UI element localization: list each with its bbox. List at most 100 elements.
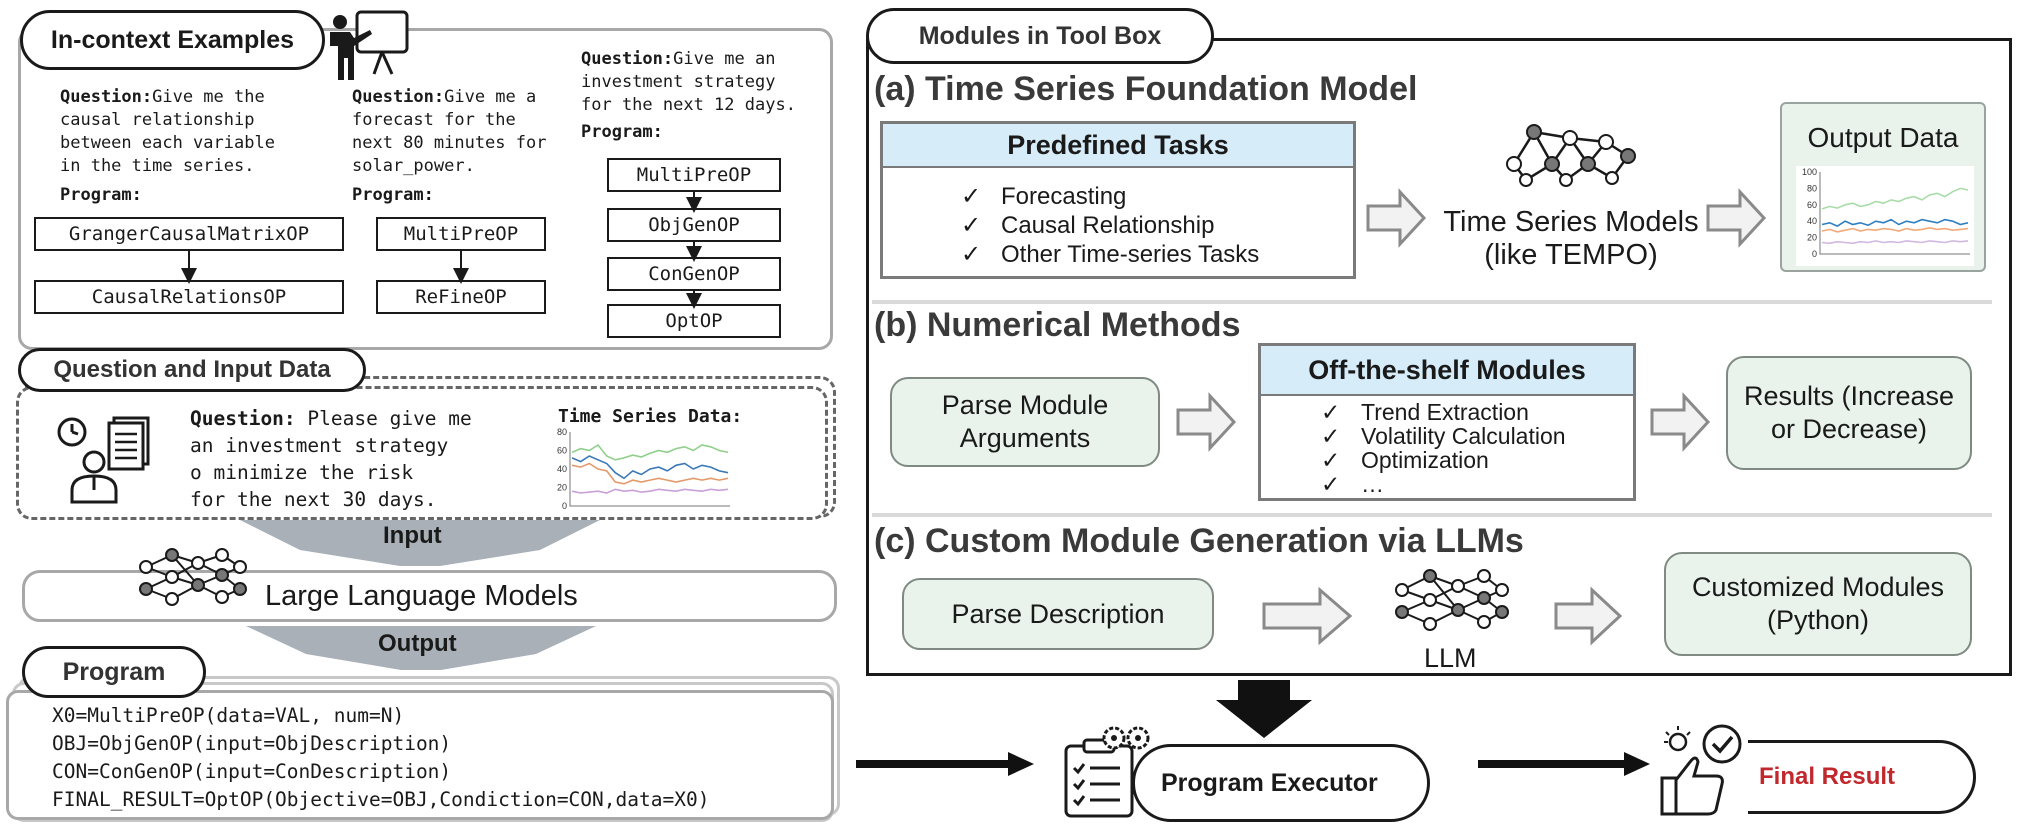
series-line: [1821, 187, 1969, 210]
y-tick-label: 80: [557, 427, 567, 437]
program-line: X0=MultiPreOP(data=VAL, num=N): [52, 704, 405, 727]
input-label: Input: [383, 522, 442, 549]
check-icon: ✓: [1321, 471, 1341, 497]
clipboard-gears-icon: [1064, 726, 1150, 818]
arrow-right-icon: [1366, 188, 1427, 248]
program-panel: [6, 690, 834, 820]
example3-question-rest: investment strategy for the next 12 days…: [581, 72, 796, 115]
module-item: ✓Optimization: [1321, 447, 1489, 473]
divider: [872, 300, 1992, 304]
y-tick-label: 0: [1812, 249, 1817, 259]
example1-question-rest: causal relationship between each variabl…: [60, 110, 275, 176]
example2-question-rest: forecast for the next 80 minutes for sol…: [352, 110, 547, 176]
task-item: ✓Other Time-series Tasks: [961, 241, 1260, 268]
example3-question: Question:Give me an: [581, 49, 776, 69]
arrow-right-icon: [1650, 392, 1711, 452]
task-list: ✓Forecasting ✓Causal Relationship ✓Other…: [883, 168, 1353, 269]
module-item: ✓Trend Extraction: [1321, 399, 1529, 425]
parse-module-arguments-box: Parse Module Arguments: [890, 377, 1160, 467]
example1-program-label: Program:: [60, 185, 142, 205]
toolbox-title-pill: Modules in Tool Box: [866, 8, 1214, 64]
module-list: ✓Trend Extraction ✓Volatility Calculatio…: [1261, 396, 1633, 496]
chart-axis: [1819, 172, 1970, 255]
question-text-rest: an investment strategy o minimize the ri…: [190, 434, 449, 511]
arrow-to-executor: [856, 752, 1034, 776]
example2-program-label: Program:: [352, 185, 434, 205]
output-funnel-arrow: [246, 626, 596, 670]
y-tick-label: 60: [557, 446, 567, 456]
example1-question: Question:Give me the: [60, 87, 265, 107]
predefined-tasks-title: Predefined Tasks: [883, 124, 1353, 168]
input-time-series-chart: 0 20 40 60 80: [557, 427, 730, 511]
series-line: [1821, 218, 1969, 228]
series-line: [571, 443, 729, 461]
check-icon: ✓: [961, 183, 982, 210]
llm-label: Large Language Models: [265, 580, 578, 612]
op-box: ConGenOP: [607, 257, 781, 291]
check-icon: ✓: [961, 241, 982, 268]
parse-description-box: Parse Description: [902, 578, 1214, 650]
series-line: [1821, 240, 1969, 245]
series-line: [571, 488, 729, 494]
llm-small-label: LLM: [1424, 643, 1477, 673]
series-line: [1821, 226, 1969, 233]
ts-models-line1: Time Series Models: [1443, 206, 1699, 238]
neural-network-icon: [139, 548, 247, 606]
output-data-title: Output Data: [1807, 122, 1959, 153]
program-title-pill: Program: [22, 646, 206, 698]
results-box: Results (Increase or Decrease): [1726, 356, 1972, 470]
output-label: Output: [378, 630, 457, 657]
program-executor-pill: Program Executor: [1132, 744, 1430, 822]
module-item: ✓Volatility Calculation: [1321, 423, 1566, 449]
module-item: ✓…: [1321, 471, 1384, 497]
off-the-shelf-box: Off-the-shelf Modules ✓Trend Extraction …: [1258, 343, 1636, 501]
series-line: [571, 462, 729, 485]
question-title-pill: Question and Input Data: [18, 348, 366, 392]
program-executor-label: Program Executor: [1161, 768, 1378, 797]
program-line: OBJ=ObjGenOP(input=ObjDescription): [52, 732, 452, 755]
series-line: [571, 455, 729, 480]
presenter-icon: [330, 10, 409, 80]
op-box: CausalRelationsOP: [34, 280, 344, 314]
llm-network-icon: [1395, 569, 1509, 631]
final-result-pill: Final Result: [1706, 740, 1976, 814]
question-text: Question: Please give me: [190, 407, 472, 430]
op-box: MultiPreOP: [376, 217, 546, 251]
example3-program-label: Program:: [581, 122, 663, 142]
chart-axis: [569, 432, 730, 507]
y-tick-label: 0: [562, 501, 567, 511]
op-box: MultiPreOP: [607, 158, 781, 192]
check-icon: ✓: [1321, 423, 1341, 449]
question-panel: [16, 386, 828, 520]
example-connectors: [181, 192, 702, 309]
y-tick-label: 20: [1807, 233, 1817, 243]
person-document-icon: [57, 416, 150, 504]
customized-modules-box: Customized Modules (Python): [1664, 552, 1972, 656]
thumbs-up-check-icon: [1656, 720, 1748, 818]
program-line: FINAL_RESULT=OptOP(Objective=OBJ,Condict…: [52, 788, 710, 811]
task-item: ✓Causal Relationship: [961, 212, 1215, 239]
arrow-right-icon: [1706, 188, 1767, 248]
input-funnel-arrow: [240, 520, 600, 566]
final-result-label: Final Result: [1759, 763, 1896, 790]
ts-models-label: Time Series Models (like TEMPO): [1436, 206, 1706, 272]
y-tick-label: 60: [1807, 200, 1817, 210]
y-tick-label: 40: [1807, 216, 1817, 226]
section-b-title: (b) Numerical Methods: [874, 306, 1241, 344]
section-a-title: (a) Time Series Foundation Model: [874, 70, 1418, 108]
example2-question: Question:Give me a: [352, 87, 537, 107]
y-tick-label: 20: [557, 483, 567, 493]
question-title: Question and Input Data: [53, 356, 331, 383]
program-line: CON=ConGenOP(input=ConDescription): [52, 760, 452, 783]
toolbox-title: Modules in Tool Box: [918, 21, 1162, 50]
y-tick-label: 40: [557, 464, 567, 474]
task-item: ✓Forecasting: [961, 183, 1127, 210]
y-tick-label: 100: [1802, 167, 1817, 177]
check-icon: ✓: [961, 212, 982, 239]
program-title: Program: [62, 657, 166, 686]
check-icon: ✓: [1321, 399, 1341, 425]
op-box: GrangerCausalMatrixOP: [34, 217, 344, 251]
time-series-network-icon: [1506, 124, 1636, 187]
